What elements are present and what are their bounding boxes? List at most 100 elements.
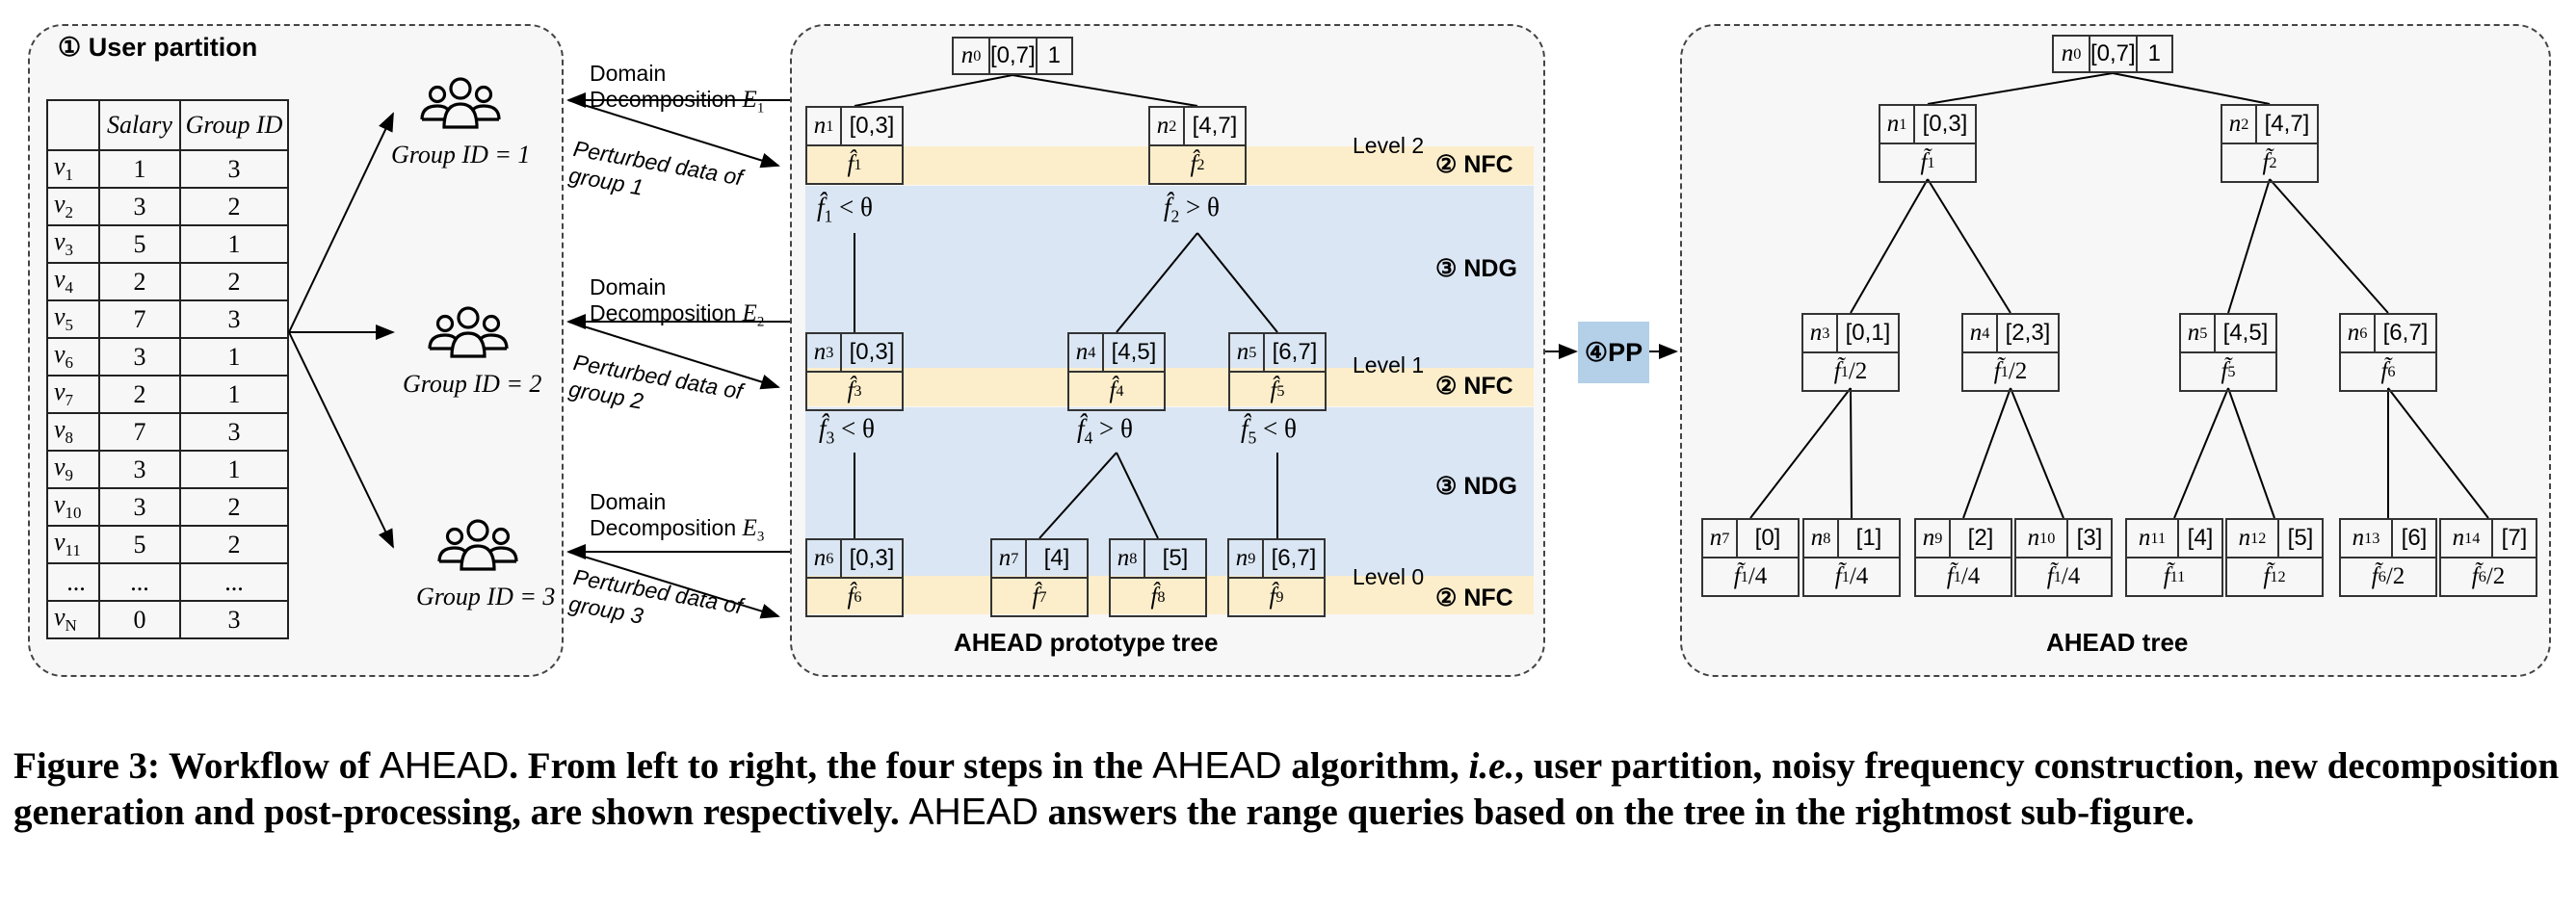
- post-processing-step: ④PP: [1578, 322, 1649, 383]
- salary-cell: 3: [98, 487, 181, 527]
- threshold-condition: f̂1 < θ: [817, 193, 873, 226]
- caption-text: , user partition, noisy frequency constr…: [13, 745, 2560, 833]
- tree-edge: [854, 74, 1013, 107]
- users-icon: [414, 75, 507, 142]
- ndg-band-1: [805, 186, 1534, 369]
- tree-edge: [1927, 72, 2114, 105]
- salary-cell: 5: [98, 224, 181, 264]
- node-range: [0,7]: [990, 42, 1036, 68]
- salary-cell: 2: [98, 375, 181, 414]
- node-frequency: f̃1/2: [1833, 358, 1868, 384]
- tree-edge: [1749, 387, 1852, 519]
- salary-cell: 7: [98, 299, 181, 339]
- node-frequency: f̂3: [847, 377, 862, 403]
- tree-edge: [1850, 387, 1853, 519]
- row-id: v1: [46, 149, 100, 189]
- group-cell: 3: [179, 600, 289, 639]
- node-range: [6,7]: [1271, 545, 1317, 571]
- group-cell: 1: [179, 224, 289, 264]
- group-cell: 2: [179, 487, 289, 527]
- col-header-group: Group ID: [179, 99, 289, 151]
- ndg-step-label: ③ NDG: [1435, 255, 1517, 282]
- row-id: v8: [46, 412, 100, 452]
- caption-ahead: AHEAD: [908, 792, 1038, 833]
- threshold-condition: f̂5 < θ: [1241, 414, 1297, 448]
- row-id: vN: [46, 600, 100, 639]
- node-frequency: f̂1: [847, 151, 862, 177]
- threshold-condition: f̂3 < θ: [819, 414, 875, 448]
- prototype-tree-title: AHEAD prototype tree: [954, 628, 1219, 657]
- tree-edge: [2269, 178, 2389, 314]
- tree-edge: [1850, 178, 1929, 314]
- salary-cell: 2: [98, 262, 181, 301]
- node-range: [4]: [2187, 525, 2214, 551]
- group-cell: 1: [179, 375, 289, 414]
- table-header-row: Salary Group ID: [46, 99, 289, 151]
- tree-edge: [1962, 387, 2011, 519]
- node-range: [0]: [1754, 525, 1781, 551]
- tree-edge: [2112, 72, 2271, 105]
- col-header-salary: Salary: [98, 99, 181, 151]
- arrow: [567, 551, 780, 619]
- node-frequency: f̃6/2: [2471, 563, 2506, 589]
- arrow: [288, 112, 394, 333]
- row-id: v7: [46, 375, 100, 414]
- level-label: Level 0: [1353, 564, 1425, 589]
- node-range: [2]: [1967, 525, 1994, 551]
- ahead-tree-panel: [1680, 24, 2551, 677]
- group-cell: 2: [179, 262, 289, 301]
- level-label: Level 1: [1353, 352, 1425, 377]
- caption-text: answers the range queries based on the t…: [1038, 792, 2195, 833]
- node-range: [4,7]: [2264, 111, 2310, 137]
- row-id: v9: [46, 450, 100, 489]
- node-frequency: f̂6: [847, 584, 862, 610]
- caption-text: Figure 3: Workflow of: [13, 745, 380, 787]
- caption-text: . From left to right, the four steps in …: [509, 745, 1153, 787]
- row-id: v10: [46, 487, 100, 527]
- node-frequency: f̃1: [1920, 149, 1935, 175]
- node-frequency: f̃6/2: [2371, 563, 2405, 589]
- tree-edge: [1196, 232, 1278, 333]
- ndg-step-label: ③ NDG: [1435, 473, 1517, 500]
- col-header-id: [46, 99, 100, 151]
- tree-edge: [1927, 178, 2011, 314]
- row-id: v3: [46, 224, 100, 264]
- tree-edge: [2227, 178, 2271, 314]
- node-frequency: f̃1/4: [1733, 563, 1768, 589]
- caption-text: algorithm,: [1281, 745, 1469, 787]
- node-frequency: f̂2: [1190, 151, 1205, 177]
- group-cell: 3: [179, 299, 289, 339]
- node-range: [4,7]: [1192, 113, 1238, 139]
- users-icon: [422, 304, 514, 371]
- node-range: [2,3]: [2005, 320, 2051, 346]
- node-range: [0,1]: [1845, 320, 1891, 346]
- salary-cell: 1: [98, 149, 181, 189]
